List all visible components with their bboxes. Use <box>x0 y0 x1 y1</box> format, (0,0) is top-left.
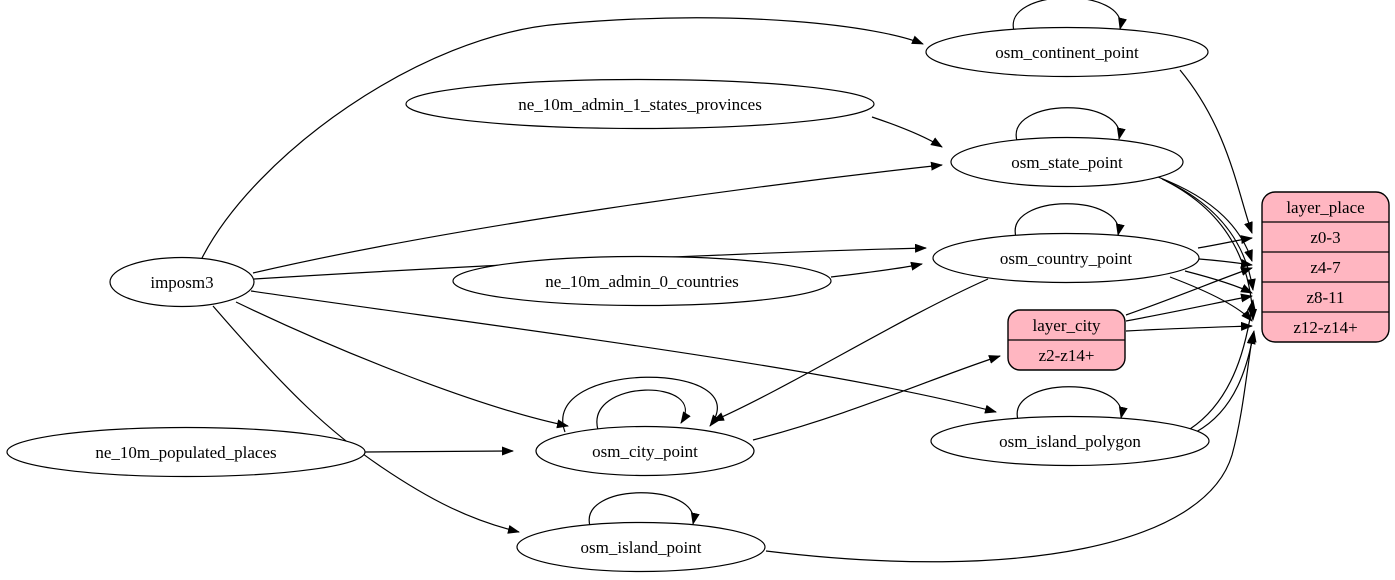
node-osm_city_point-shape <box>535 425 755 477</box>
node-layer_city-title: layer_city <box>1033 316 1101 335</box>
edge-imposm3-to-osm_island_polygon <box>250 290 997 414</box>
edge-imposm3-to-osm_continent_point <box>201 17 924 259</box>
layer_city-row-z2-z14: z2-z14+ <box>1039 346 1095 365</box>
node-layer_place: layer_place z0-3 z4-7 z8-11 z12-z14+ <box>1261 191 1390 343</box>
node-osm_state_point-label: osm_state_point <box>1011 153 1123 172</box>
layer_place-row-z0-3: z0-3 <box>1310 228 1340 247</box>
node-osm_island_point-shape <box>516 521 766 573</box>
layer_place-row-z4-7: z4-7 <box>1310 258 1341 277</box>
self-loop-osm_city_point-inner <box>596 389 691 431</box>
edge-osm_state_point-to-layer_place-z8-11 <box>1161 178 1256 291</box>
node-imposm3-shape <box>109 256 255 308</box>
edge-osm_island_polygon-to-layer_place-z8-11 <box>1189 299 1256 430</box>
edge-ne_10m_admin_0_countries-to-osm_country_point <box>830 261 923 278</box>
edge-osm_continent_point-to-layer_place-z0-3 <box>1179 69 1253 234</box>
node-ne_10m_populated_places: ne_10m_populated_places <box>6 426 366 478</box>
edge-ne_10m_admin_1_states_provinces-to-osm_state_point <box>871 116 943 148</box>
node-ne_10m_admin_0_countries-label: ne_10m_admin_0_countries <box>545 272 739 291</box>
node-ne_10m_populated_places-shape <box>6 426 366 478</box>
node-osm_country_point-label: osm_country_point <box>1000 249 1132 268</box>
layer_place-row-z12-z14: z12-z14+ <box>1293 318 1357 337</box>
node-osm_state_point: osm_state_point <box>950 136 1184 188</box>
edge-imposm3-to-osm_state_point <box>252 161 943 274</box>
node-osm_city_point-label: osm_city_point <box>592 442 698 461</box>
node-ne_10m_admin_1_states_provinces-label: ne_10m_admin_1_states_provinces <box>518 95 762 114</box>
edge-osm_country_point-to-osm_city_point <box>712 278 989 422</box>
node-osm_continent_point: osm_continent_point <box>925 26 1209 78</box>
node-ne_10m_admin_0_countries-shape <box>452 255 832 307</box>
edge-osm_city_point-to-layer_city-z2-z14 <box>752 355 1001 441</box>
layer_place-row-z8-11: z8-11 <box>1306 288 1344 307</box>
self-loop-osm_island_polygon <box>1016 386 1128 421</box>
edge-layer_city-to-layer_place-z12-z14 <box>1125 321 1253 332</box>
edge-imposm3-to-osm_city_point <box>235 301 569 429</box>
node-osm_continent_point-label: osm_continent_point <box>995 43 1139 62</box>
node-layer_place-title: layer_place <box>1286 198 1364 217</box>
node-imposm3-label: imposm3 <box>150 273 213 292</box>
edge-osm_state_point-to-layer_place-z4-7 <box>1157 176 1253 262</box>
node-ne_10m_populated_places-label: ne_10m_populated_places <box>95 443 276 462</box>
node-osm_country_point-shape <box>932 232 1200 284</box>
node-osm_continent_point-shape <box>925 26 1209 78</box>
edge-layer_city-to-layer_place-z4-7 <box>1125 267 1253 316</box>
node-ne_10m_admin_0_countries: ne_10m_admin_0_countries <box>452 255 832 307</box>
self-loop-osm_island_point <box>588 492 700 527</box>
self-loop-osm_state_point <box>1015 107 1126 142</box>
node-osm_state_point-shape <box>950 136 1184 188</box>
edge-osm_country_point-to-layer_place-z0-3 <box>1197 235 1253 249</box>
node-ne_10m_admin_1_states_provinces: ne_10m_admin_1_states_provinces <box>405 78 875 130</box>
edges <box>201 0 1258 563</box>
node-layer_place-shape <box>1261 191 1390 343</box>
node-osm_island_point: osm_island_point <box>516 521 766 573</box>
node-osm_city_point: osm_city_point <box>535 425 755 477</box>
edge-osm_island_point-to-layer_place-z12-z14 <box>765 332 1256 563</box>
edge-layer_city-to-layer_place-z8-11 <box>1125 293 1253 322</box>
edge-imposm3-to-osm_island_point <box>212 305 520 534</box>
node-ne_10m_admin_1_states_provinces-shape <box>405 78 875 130</box>
self-loop-osm_country_point <box>1014 203 1125 238</box>
node-imposm3: imposm3 <box>109 256 255 308</box>
node-osm_island_polygon-label: osm_island_polygon <box>999 432 1141 451</box>
node-layer_city: layer_city z2-z14+ <box>1007 309 1126 371</box>
edge-ne_10m_populated_places-to-osm_city_point <box>364 446 514 456</box>
edge-osm_country_point-to-layer_place-z8-11 <box>1184 270 1253 294</box>
node-osm_island_point-label: osm_island_point <box>581 538 702 557</box>
node-osm_island_polygon-shape <box>930 415 1210 467</box>
self-loop-osm_continent_point <box>1012 0 1127 32</box>
node-osm_island_polygon: osm_island_polygon <box>930 415 1210 467</box>
self-loop-osm_city_point-outer <box>562 376 721 433</box>
edge-osm_country_point-to-layer_place-z4-7 <box>1198 258 1253 268</box>
node-osm_country_point: osm_country_point <box>932 232 1200 284</box>
